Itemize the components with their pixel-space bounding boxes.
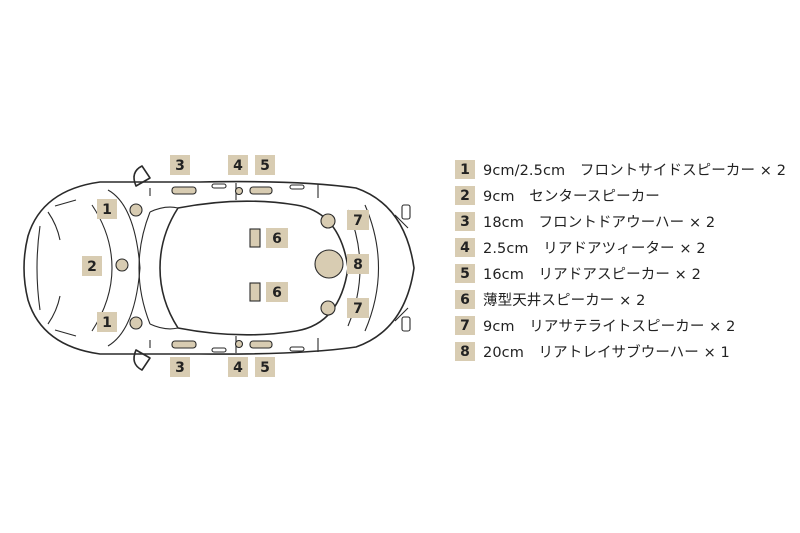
svg-text:2: 2 bbox=[87, 259, 97, 275]
legend-number: 3 bbox=[455, 212, 475, 231]
badge-4-top: 4 bbox=[228, 155, 248, 175]
legend-number: 6 bbox=[455, 290, 475, 309]
ceiling-speaker-bottom bbox=[249, 282, 261, 302]
legend-item: 4 2.5cm リアドアツィーター × 2 bbox=[455, 238, 795, 257]
badge-6-bottom: 6 bbox=[266, 282, 288, 302]
svg-text:6: 6 bbox=[272, 231, 282, 247]
rear-satellite-top bbox=[320, 213, 336, 229]
badge-7-top: 7 bbox=[347, 210, 369, 230]
legend-item: 3 18cm フロントドアウーハー × 2 bbox=[455, 212, 795, 231]
rear-door-speaker-bottom bbox=[249, 340, 273, 349]
center-speaker bbox=[115, 258, 129, 272]
legend-item: 7 9cm リアサテライトスピーカー × 2 bbox=[455, 316, 795, 335]
legend-label: 18cm フロントドアウーハー × 2 bbox=[483, 215, 716, 231]
legend-label: 2.5cm リアドアツィーター × 2 bbox=[483, 241, 706, 257]
ceiling-speaker-top bbox=[249, 228, 261, 248]
svg-text:1: 1 bbox=[102, 202, 112, 218]
svg-text:7: 7 bbox=[353, 301, 363, 317]
badge-2: 2 bbox=[82, 256, 102, 276]
rear-tweeter-bottom bbox=[234, 339, 244, 349]
svg-text:4: 4 bbox=[233, 360, 243, 376]
badge-4-bottom: 4 bbox=[228, 357, 248, 377]
legend-item: 2 9cm センタースピーカー bbox=[455, 186, 795, 205]
svg-text:1: 1 bbox=[102, 315, 112, 331]
rear-tweeter-top bbox=[234, 186, 244, 196]
svg-text:6: 6 bbox=[272, 285, 282, 301]
svg-text:3: 3 bbox=[175, 158, 185, 174]
badge-8: 8 bbox=[347, 254, 369, 274]
badge-7-bottom: 7 bbox=[347, 298, 369, 318]
badge-1-top: 1 bbox=[97, 199, 117, 219]
legend-item: 6 薄型天井スピーカー × 2 bbox=[455, 290, 795, 309]
legend-label: 9cm リアサテライトスピーカー × 2 bbox=[483, 319, 736, 335]
legend-number: 2 bbox=[455, 186, 475, 205]
front-side-speaker-top bbox=[129, 203, 143, 217]
badge-6-top: 6 bbox=[266, 228, 288, 248]
front-door-woofer-bottom bbox=[171, 340, 197, 349]
badge-3-bottom: 3 bbox=[170, 357, 190, 377]
rear-door-speaker-top bbox=[249, 186, 273, 195]
legend-number: 8 bbox=[455, 342, 475, 361]
svg-text:4: 4 bbox=[233, 158, 243, 174]
subwoofer bbox=[314, 249, 344, 279]
rear-satellite-bottom bbox=[320, 300, 336, 316]
svg-text:8: 8 bbox=[353, 257, 363, 273]
badge-5-bottom: 5 bbox=[255, 357, 275, 377]
speakers bbox=[115, 186, 344, 349]
badge-5-top: 5 bbox=[255, 155, 275, 175]
svg-text:7: 7 bbox=[353, 213, 363, 229]
legend-label: 9cm/2.5cm フロントサイドスピーカー × 2 bbox=[483, 163, 787, 179]
legend-label: 16cm リアドアスピーカー × 2 bbox=[483, 267, 701, 283]
badge-3-top: 3 bbox=[170, 155, 190, 175]
svg-text:5: 5 bbox=[260, 158, 270, 174]
legend-label: 9cm センタースピーカー bbox=[483, 189, 660, 205]
svg-text:3: 3 bbox=[175, 360, 185, 376]
front-side-speaker-bottom bbox=[129, 316, 143, 330]
legend-number: 7 bbox=[455, 316, 475, 335]
front-door-woofer-top bbox=[171, 186, 197, 195]
badge-1-bottom: 1 bbox=[97, 312, 117, 332]
legend-number: 1 bbox=[455, 160, 475, 179]
legend-number: 4 bbox=[455, 238, 475, 257]
legend-item: 5 16cm リアドアスピーカー × 2 bbox=[455, 264, 795, 283]
svg-text:5: 5 bbox=[260, 360, 270, 376]
speaker-legend: 1 9cm/2.5cm フロントサイドスピーカー × 2 2 9cm センタース… bbox=[455, 160, 795, 368]
legend-item: 1 9cm/2.5cm フロントサイドスピーカー × 2 bbox=[455, 160, 795, 179]
legend-label: 20cm リアトレイサブウーハー × 1 bbox=[483, 345, 730, 361]
legend-item: 8 20cm リアトレイサブウーハー × 1 bbox=[455, 342, 795, 361]
legend-label: 薄型天井スピーカー × 2 bbox=[483, 293, 646, 309]
car-speaker-diagram: 1 1 2 3 3 4 4 5 5 6 6 7 bbox=[23, 155, 415, 377]
legend-number: 5 bbox=[455, 264, 475, 283]
